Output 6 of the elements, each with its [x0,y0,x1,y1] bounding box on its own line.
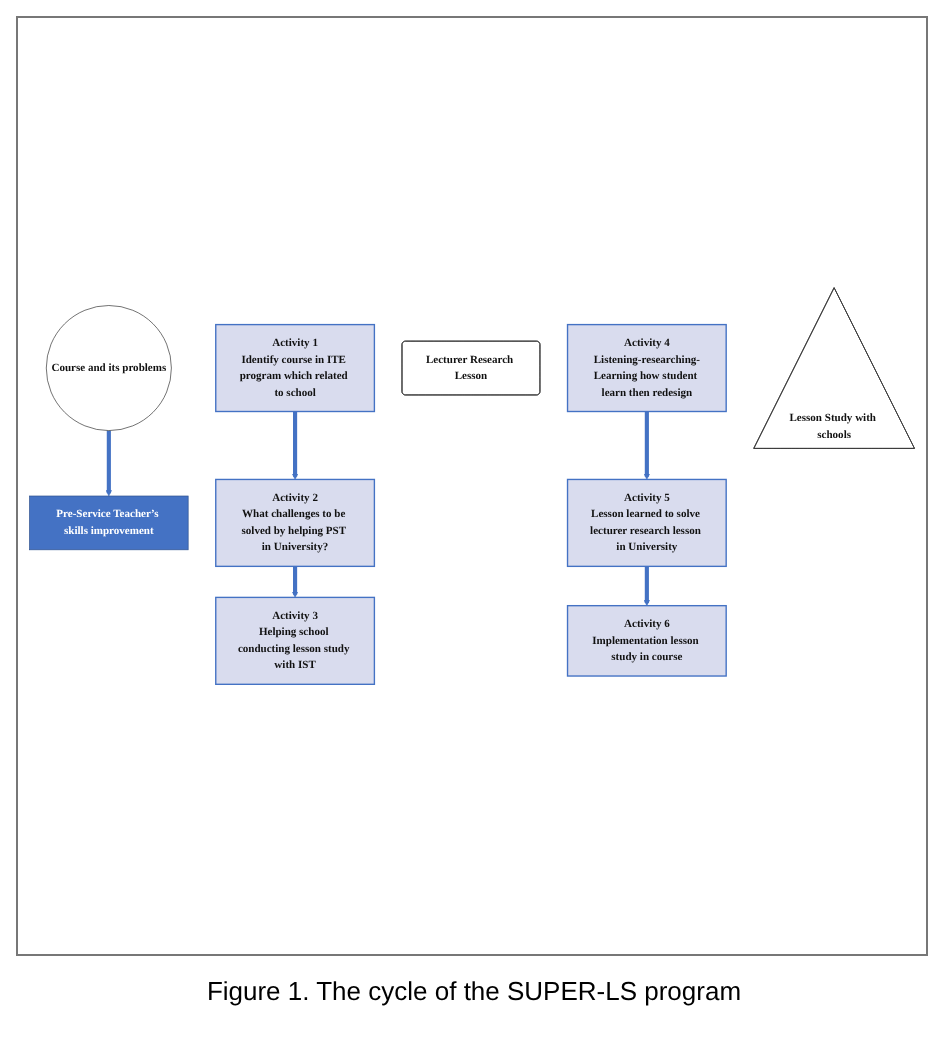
arrow [292,411,299,480]
arrow [105,430,112,497]
arrow [643,411,650,480]
arrow [643,566,650,606]
figure-caption: Figure 1. The cycle of the SUPER-LS program [204,976,744,1006]
arrow [292,566,299,598]
